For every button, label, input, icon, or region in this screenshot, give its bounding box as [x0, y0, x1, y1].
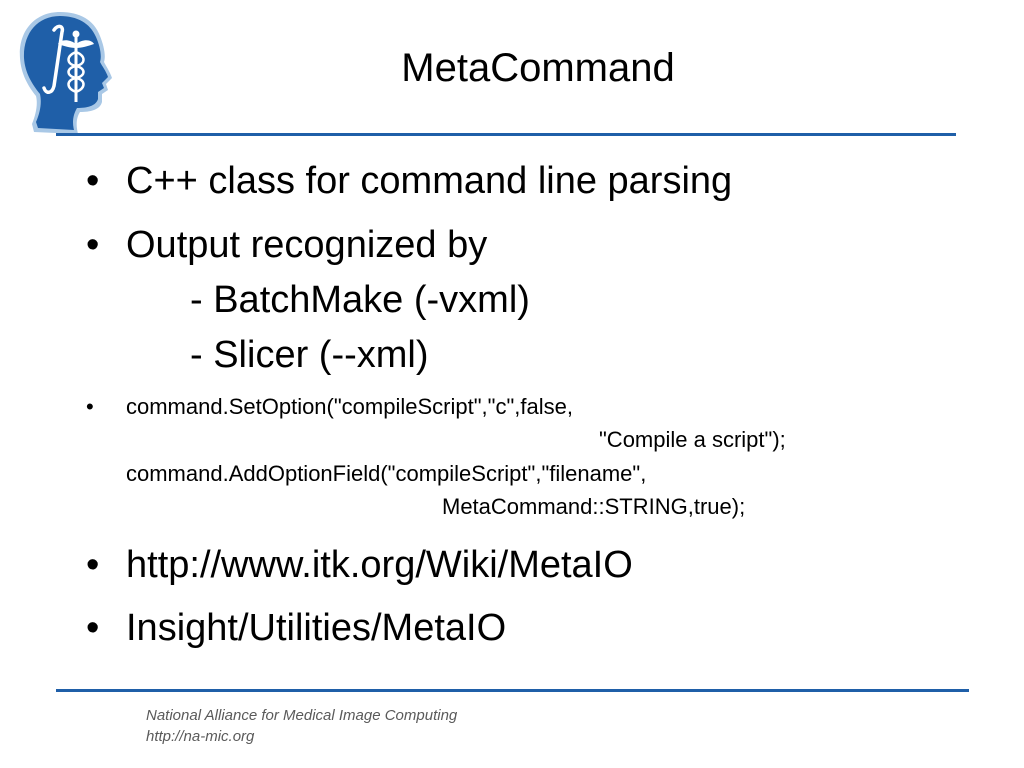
bullet-marker: • — [86, 224, 100, 266]
footer-organization: National Alliance for Medical Image Comp… — [146, 707, 458, 724]
bullet-marker: • — [86, 544, 100, 586]
sub-item-slicer: - Slicer (--xml) — [190, 334, 429, 376]
bullet-marker: • — [86, 160, 100, 202]
code-line-metacommand-string: MetaCommand::STRING,true); — [442, 494, 746, 519]
title-divider — [56, 133, 956, 136]
code-line-add-option-field: command.AddOptionField("compileScript","… — [126, 461, 647, 486]
bullet-marker: • — [86, 607, 100, 649]
namic-logo-icon — [14, 6, 120, 138]
bullet-text-output-recognized: Output recognized by — [126, 224, 488, 266]
sub-item-batchmake: - BatchMake (-vxml) — [190, 279, 530, 321]
bullet-marker: • — [86, 394, 94, 419]
slide-title: MetaCommand — [401, 46, 675, 90]
bullet-text-cpp-class: C++ class for command line parsing — [126, 160, 733, 202]
footer-divider — [56, 689, 969, 692]
bullet-text-wiki-url: http://www.itk.org/Wiki/MetaIO — [126, 544, 633, 586]
footer-url: http://na-mic.org — [146, 728, 255, 745]
code-line-compile-script: "Compile a script"); — [599, 427, 786, 452]
bullet-text-insight-path: Insight/Utilities/MetaIO — [126, 607, 507, 649]
code-line-set-option: command.SetOption("compileScript","c",fa… — [126, 394, 573, 419]
